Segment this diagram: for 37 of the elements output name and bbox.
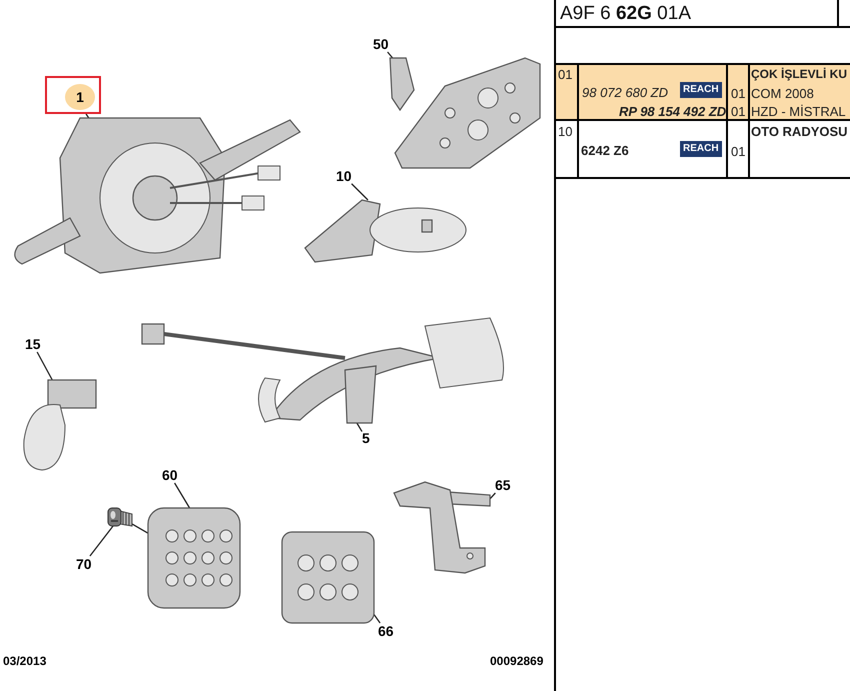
leader-line: [373, 614, 381, 624]
leader-line: [387, 52, 394, 58]
leader-line: [36, 352, 53, 380]
table-cell-text: OTO RADYOSU: [751, 124, 848, 139]
part-number: RP 98 154 492 ZD: [619, 104, 726, 119]
part-number: 98 072 680 ZD: [582, 85, 668, 100]
leader-line: [89, 526, 114, 556]
table-cell-text: 01: [558, 67, 572, 82]
table-cell-text: 10: [558, 124, 572, 139]
table-cell-text: COM 2008: [751, 86, 814, 101]
compliance-badge: REACH: [680, 82, 722, 98]
callout-number: 1: [65, 84, 95, 110]
leader-line: [351, 183, 368, 200]
control-panel-drawing: [390, 58, 540, 170]
table-cell-text: 01: [731, 104, 746, 119]
compliance-badge: REACH: [680, 141, 722, 157]
part-number: 6242 Z6: [581, 143, 629, 158]
callout-number: 66: [378, 623, 394, 639]
date-text: 03/2013: [3, 654, 46, 669]
table-cell-text: 01: [731, 144, 746, 159]
callout-number: 15: [25, 336, 41, 352]
drawing-number: 00092869: [490, 654, 544, 669]
table-cell-text: HZD - MİSTRAL: [751, 104, 846, 119]
highlight-frame: [45, 76, 101, 114]
table-cell-text: ÇOK İŞLEVLİ KU: [751, 67, 848, 82]
callout-number: 65: [495, 477, 511, 493]
screw-drawing: [108, 508, 132, 526]
callout-number: 60: [162, 467, 178, 483]
callout-number: 10: [336, 168, 352, 184]
part-list-code: A9F 6 62G 01A: [560, 3, 691, 25]
table-cell-text: 01: [731, 86, 746, 101]
leader-line: [174, 482, 190, 508]
leader-line: [132, 523, 148, 534]
callout-number: 50: [373, 36, 389, 52]
leader-line: [356, 422, 363, 432]
callout-number: 70: [76, 556, 92, 572]
callout-number: 5: [362, 430, 370, 446]
